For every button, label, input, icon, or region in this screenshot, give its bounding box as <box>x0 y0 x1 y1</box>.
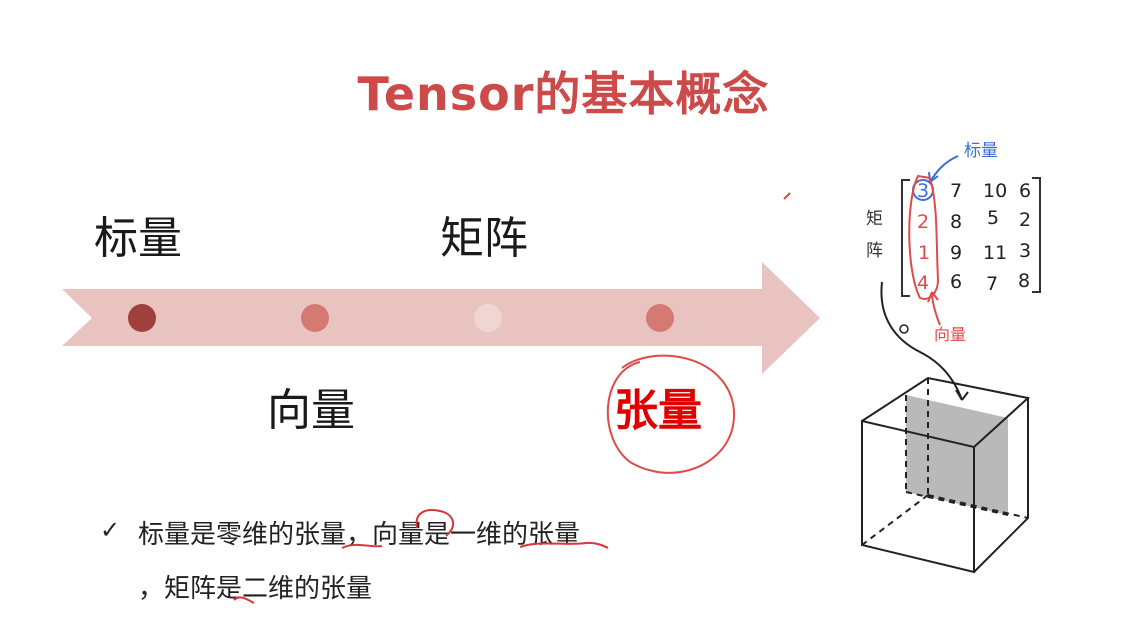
matrix-cell: 2 <box>917 211 929 233</box>
check-icon: ✓ <box>100 516 121 544</box>
matrix-cell: 10 <box>983 180 1007 202</box>
underline-2 <box>519 541 609 549</box>
cube-shaded-slice <box>906 395 1008 515</box>
matrix-cell: 11 <box>983 242 1007 264</box>
label-matrix: 矩阵 <box>440 213 528 264</box>
bullet-line-2: ，矩阵是二维的张量 <box>138 574 373 604</box>
note-vector: 向量 <box>934 325 966 344</box>
cube-top-face <box>861 376 1031 448</box>
label-tensor: 张量 <box>614 385 702 436</box>
arrow-shape <box>62 262 820 374</box>
note-matrix-2: 阵 <box>866 241 883 261</box>
matrix-cell: 8 <box>1018 270 1030 292</box>
matrix-cell: 6 <box>1019 180 1031 202</box>
matrix-cell: 2 <box>1019 209 1031 231</box>
matrix-values: 3 7 10 6 2 8 5 2 1 9 11 3 4 6 7 8 <box>917 180 1031 295</box>
matrix-cell: 3 <box>1019 240 1031 262</box>
tensor-circle <box>606 354 736 474</box>
timeline-dot-2 <box>301 304 329 332</box>
matrix-bracket-left <box>901 179 910 297</box>
note-matrix-1: 矩 <box>866 209 883 229</box>
timeline-dot-1 <box>128 304 156 332</box>
scalar-arrow <box>929 155 959 183</box>
label-scalar: 标量 <box>94 213 182 264</box>
matrix-cell: 5 <box>987 207 999 229</box>
scribble-vector <box>415 509 455 537</box>
cube-sketch <box>861 376 1031 574</box>
pen-mark <box>783 192 791 200</box>
matrix-cell: 9 <box>950 242 962 264</box>
matrix-cell: 3 <box>917 180 929 202</box>
cube-hidden-edge-2 <box>861 494 929 546</box>
matrix-cell: 7 <box>950 180 962 202</box>
arrow-loop <box>899 324 909 334</box>
underline-3 <box>233 596 255 604</box>
underline-1 <box>341 543 383 549</box>
timeline-dot-3 <box>474 304 502 332</box>
vector-arrowhead <box>927 291 939 303</box>
note-scalar: 标量 <box>964 141 998 161</box>
cube-arrowhead <box>955 389 969 401</box>
matrix-cell: 1 <box>918 242 930 264</box>
matrix-cell: 6 <box>950 271 962 293</box>
matrix-to-cube-arrow <box>880 281 963 401</box>
timeline-dot-4 <box>646 304 674 332</box>
matrix-bracket-right <box>1032 177 1041 293</box>
slide-title: Tensor的基本概念 <box>357 67 770 121</box>
label-vector: 向量 <box>267 385 355 436</box>
matrix-cell: 4 <box>917 272 929 294</box>
matrix-cell: 7 <box>986 273 998 295</box>
matrix-cell: 8 <box>950 211 962 233</box>
